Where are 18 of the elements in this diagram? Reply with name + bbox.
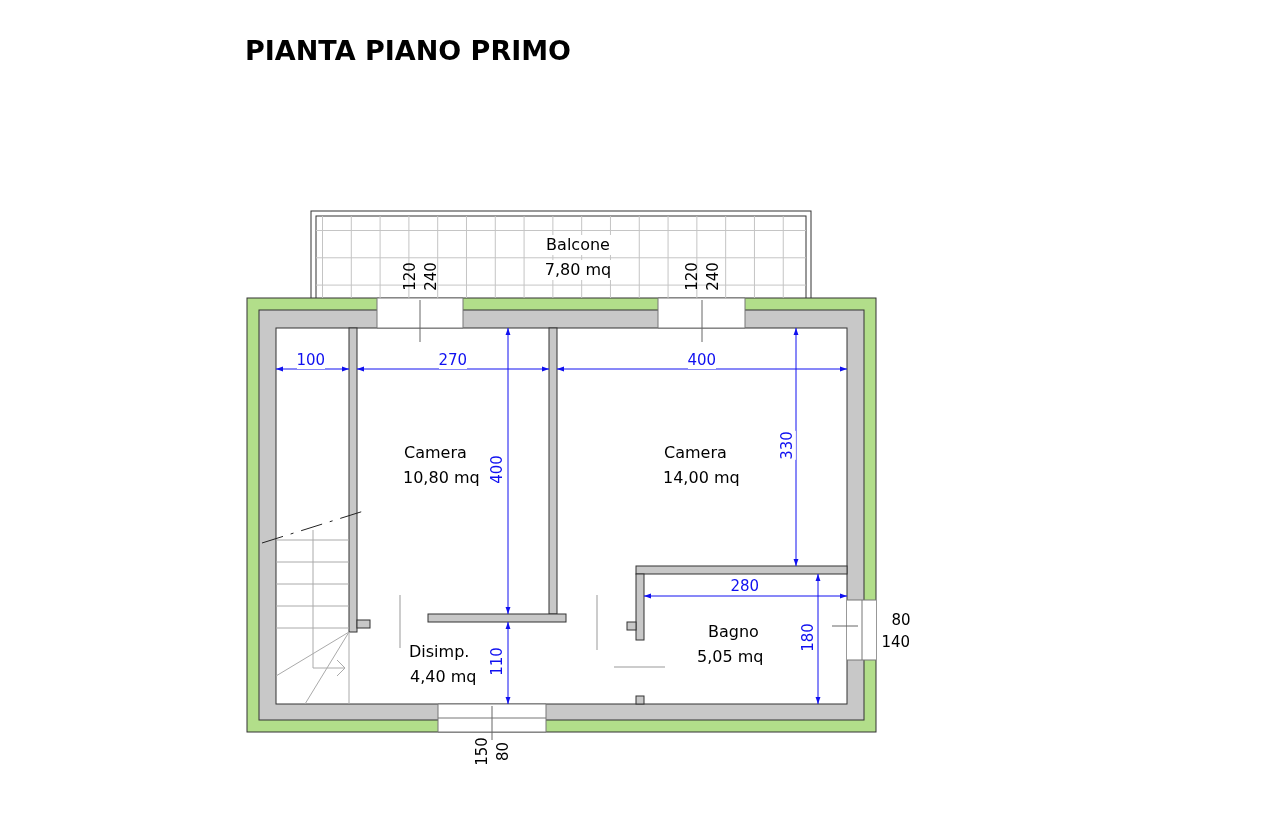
balcony-floor bbox=[316, 216, 806, 298]
room-name: Disimp. bbox=[409, 642, 470, 662]
room-name: Bagno bbox=[708, 622, 759, 642]
opening-size: 120 bbox=[401, 261, 419, 291]
opening-size: 240 bbox=[704, 261, 722, 291]
opening-size: 140 bbox=[881, 633, 911, 651]
room-name: Camera bbox=[404, 443, 467, 463]
opening-size: 80 bbox=[891, 611, 911, 629]
room-name: Camera bbox=[664, 443, 727, 463]
room-area: 5,05 mq bbox=[697, 647, 764, 667]
opening-size: 150 bbox=[473, 736, 491, 766]
room-area: 10,80 mq bbox=[403, 468, 480, 488]
room-area: 4,40 mq bbox=[410, 667, 477, 687]
room-area: 14,00 mq bbox=[663, 468, 740, 488]
opening-size: 80 bbox=[494, 741, 512, 761]
plan-title: PIANTA PIANO PRIMO bbox=[245, 34, 572, 68]
opening-size: 120 bbox=[683, 261, 701, 291]
opening-size: 240 bbox=[422, 261, 440, 291]
